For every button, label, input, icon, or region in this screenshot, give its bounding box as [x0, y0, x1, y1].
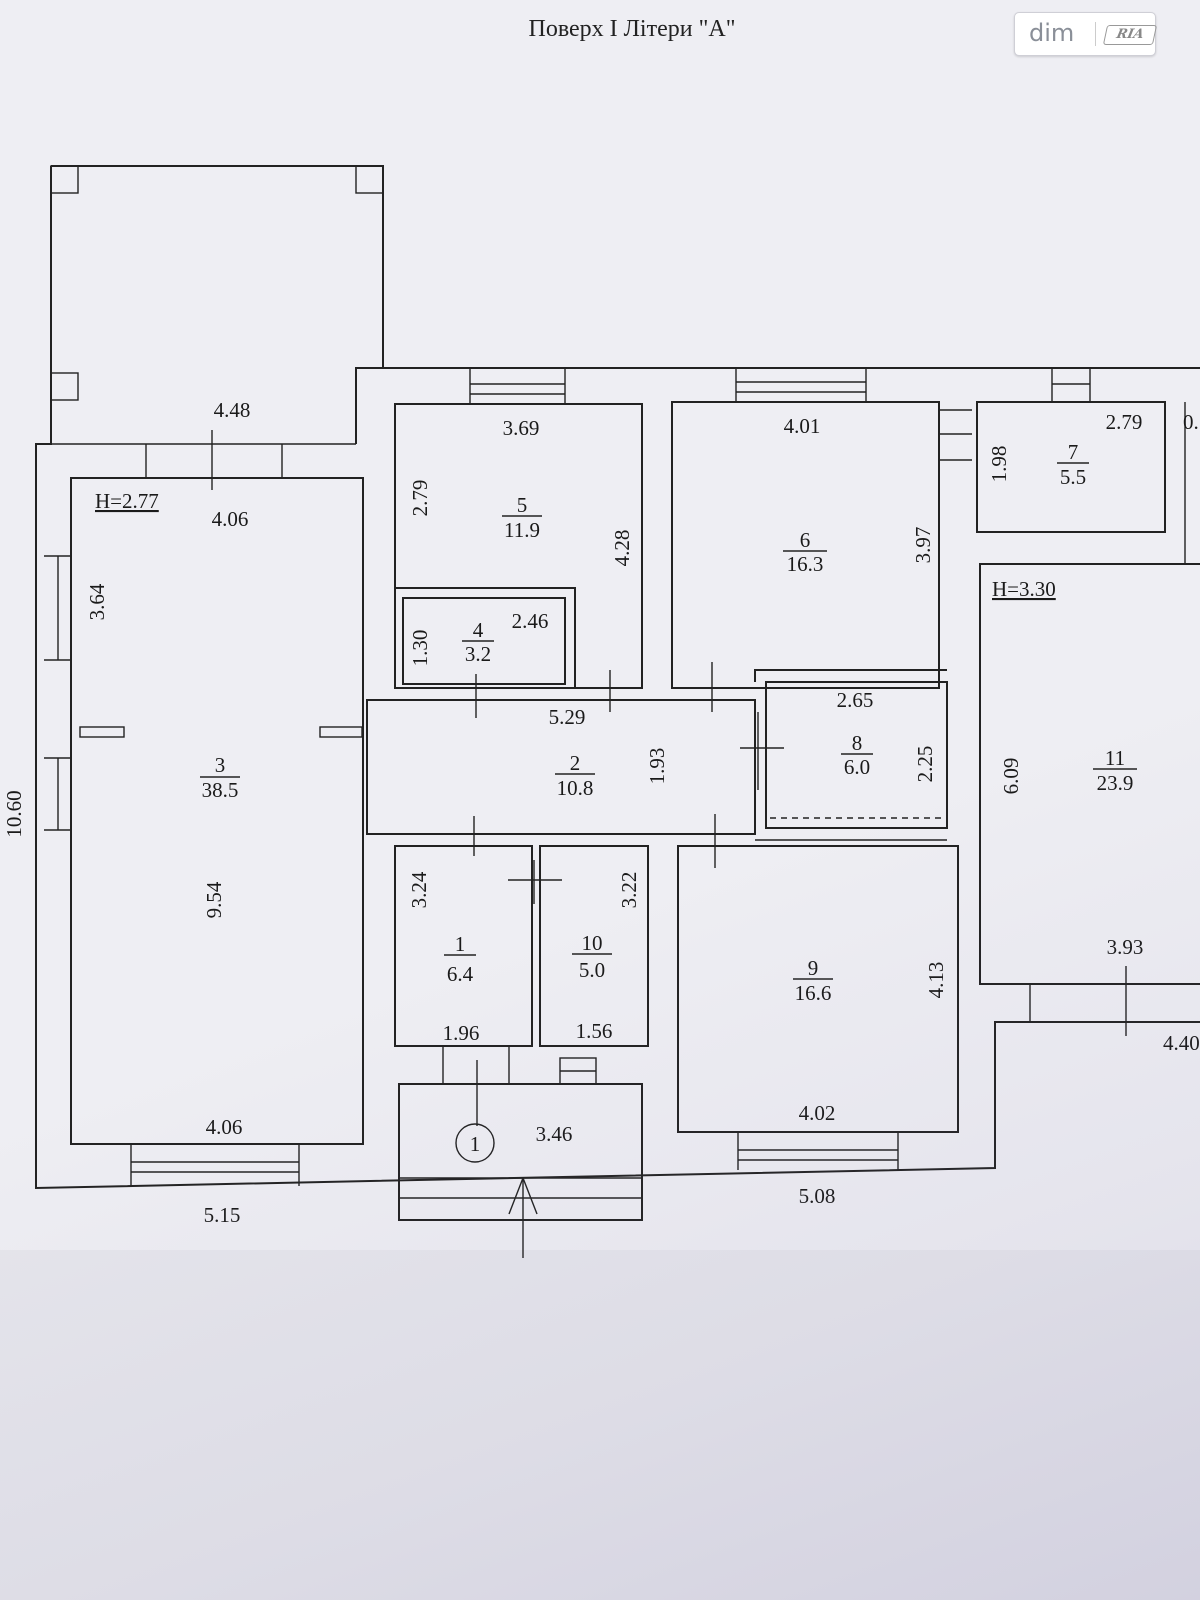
room-7-label: 7 5.5 [1057, 440, 1089, 489]
room-3-label: 3 38.5 [200, 753, 240, 802]
svg-text:16.3: 16.3 [787, 552, 824, 576]
svg-text:38.5: 38.5 [202, 778, 239, 802]
dim-room1-width: 1.96 [443, 1021, 480, 1045]
room-4-label: 4 3.2 [462, 618, 494, 666]
svg-text:9: 9 [808, 956, 819, 980]
dim-room9-bottom: 4.02 [799, 1101, 836, 1125]
svg-text:1: 1 [455, 932, 466, 956]
svg-text:3: 3 [215, 753, 226, 777]
svg-text:3.2: 3.2 [465, 642, 491, 666]
entrance-circle [455, 1123, 495, 1163]
dim-room5-left: 2.79 [408, 480, 432, 517]
svg-text:4: 4 [473, 618, 484, 642]
logo-ria-text: RIA [1102, 25, 1158, 45]
room-2-label: 2 10.8 [555, 751, 595, 800]
dim-room4-width: 2.46 [512, 609, 549, 633]
svg-text:8: 8 [852, 731, 863, 755]
svg-text:6: 6 [800, 528, 811, 552]
dim-room7-width: 2.79 [1106, 410, 1143, 434]
plan-title: Поверх І Літери "А" [528, 16, 735, 42]
dim-room8-width: 2.65 [837, 688, 874, 712]
room-10-label: 10 5.0 [572, 931, 612, 982]
walls [35, 165, 1200, 1258]
dim-room7-height: 1.98 [987, 446, 1011, 483]
room-5-label: 5 11.9 [502, 493, 542, 542]
dim-bottom-center: 5.08 [799, 1184, 836, 1208]
svg-text:6.4: 6.4 [447, 962, 474, 986]
svg-text:5.0: 5.0 [579, 958, 605, 982]
room-1-label: 1 6.4 [444, 932, 476, 986]
svg-text:10: 10 [582, 931, 603, 955]
entrance-marker: 1 [470, 1132, 481, 1156]
dim-room3-height: 9.54 [202, 881, 226, 918]
dim-room2-width: 5.29 [549, 705, 586, 729]
svg-text:7: 7 [1068, 440, 1079, 464]
dim-room10-height: 3.22 [617, 872, 641, 909]
height-left: H=2.77 [95, 489, 159, 513]
logo-dim-text: dim [1029, 19, 1075, 47]
dim-porch-bottom: 3.46 [536, 1122, 573, 1146]
dim-right-bottom: 4.40 [1163, 1031, 1200, 1055]
svg-text:5.5: 5.5 [1060, 465, 1086, 489]
dim-room1-height: 3.24 [407, 871, 431, 908]
dim-room9-height: 4.13 [924, 962, 948, 999]
svg-text:10.8: 10.8 [557, 776, 594, 800]
dim-room3-upper-left: 3.64 [85, 583, 109, 620]
room-11-label: 11 23.9 [1093, 746, 1137, 795]
svg-text:11: 11 [1105, 746, 1125, 770]
dim-room3-top: 4.06 [212, 507, 249, 531]
svg-text:16.6: 16.6 [795, 981, 832, 1005]
svg-text:23.9: 23.9 [1097, 771, 1134, 795]
dim-room10-width: 1.56 [576, 1019, 613, 1043]
dim-edge-partial: 0. [1183, 410, 1199, 434]
room-8-label: 8 6.0 [841, 731, 873, 779]
dim-room11-height: 6.09 [999, 758, 1023, 795]
room-6-label: 6 16.3 [783, 528, 827, 576]
dimria-logo: dim RIA [1014, 12, 1158, 56]
dim-room5-width: 3.69 [503, 416, 540, 440]
dim-total-height: 10.60 [2, 790, 26, 837]
svg-text:6.0: 6.0 [844, 755, 870, 779]
dim-room6-height: 3.97 [911, 527, 935, 564]
dim-porch-width: 4.48 [214, 398, 251, 422]
logo-divider [1095, 22, 1096, 46]
svg-text:11.9: 11.9 [504, 518, 540, 542]
dim-room6-width: 4.01 [784, 414, 821, 438]
svg-text:5: 5 [517, 493, 528, 517]
room-9-label: 9 16.6 [793, 956, 833, 1005]
svg-text:2: 2 [570, 751, 581, 775]
dim-room11-bottom: 3.93 [1107, 935, 1144, 959]
dim-room5-right: 4.28 [610, 530, 634, 567]
height-right: H=3.30 [992, 577, 1056, 601]
dim-room3-bottom: 4.06 [206, 1115, 243, 1139]
dim-room4-height: 1.30 [408, 630, 432, 667]
dim-room2-height: 1.93 [645, 748, 669, 785]
dim-bottom-left: 5.15 [204, 1203, 241, 1227]
dim-room8-height: 2.25 [913, 746, 937, 783]
